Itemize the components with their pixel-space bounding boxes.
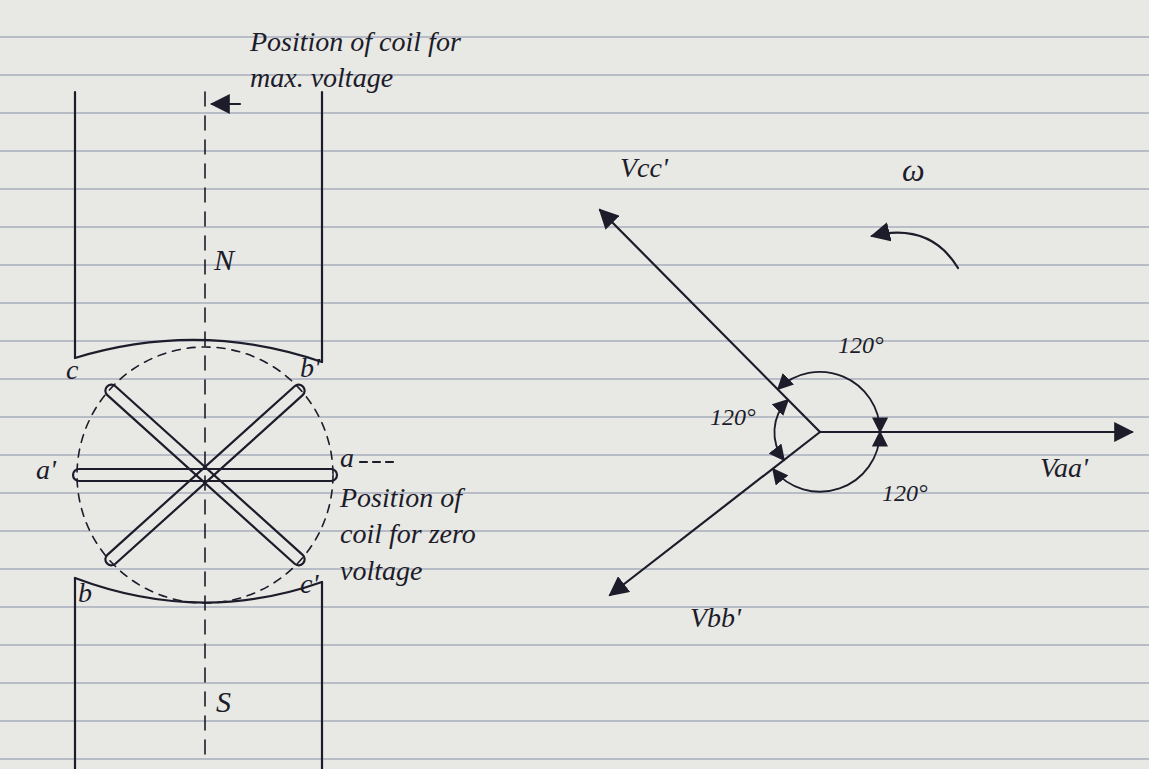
angle-label: 120° — [882, 478, 928, 509]
pole-face — [75, 340, 322, 362]
magnet-outline — [74, 92, 76, 358]
rotation-label: ω — [902, 150, 925, 192]
phasor-label: Vaa' — [1040, 450, 1088, 486]
rotation-arrow — [872, 233, 958, 268]
magnet-outline — [321, 582, 323, 769]
annotation: Position of coil for max. voltage — [250, 24, 480, 97]
angle-label: 120° — [838, 330, 884, 361]
angle-arc — [774, 400, 788, 460]
magnet-outline — [74, 578, 76, 769]
angle-arc — [773, 432, 880, 492]
phasor-label: Vcc' — [620, 150, 668, 186]
coil-end-label: a — [340, 440, 354, 476]
coil-end-label: a' — [36, 452, 56, 488]
coil-aa — [73, 469, 337, 481]
angle-label: 120° — [710, 402, 756, 433]
rotor-circle — [77, 347, 333, 603]
leader-arrow — [212, 103, 240, 105]
phasor-cc — [600, 210, 820, 432]
phasor-label: Vbb' — [690, 600, 741, 636]
phasor-bb — [610, 432, 820, 595]
pole-label: S — [216, 682, 231, 721]
center-line — [204, 92, 206, 760]
magnet-outline — [321, 92, 323, 362]
pole-label: N — [214, 240, 234, 279]
pole-face — [75, 578, 322, 603]
phasor-aa — [820, 431, 1132, 433]
coil-end-label: c' — [300, 566, 318, 602]
coil-end-label: b' — [300, 350, 320, 386]
annotation: Position of coil for zero voltage — [340, 480, 490, 589]
angle-arc — [778, 372, 880, 432]
coil-end-label: c — [66, 352, 78, 388]
coil-bb — [103, 382, 307, 568]
coil-end-label: b — [78, 575, 92, 611]
coil-cc — [103, 382, 307, 568]
leader-line — [360, 461, 398, 463]
